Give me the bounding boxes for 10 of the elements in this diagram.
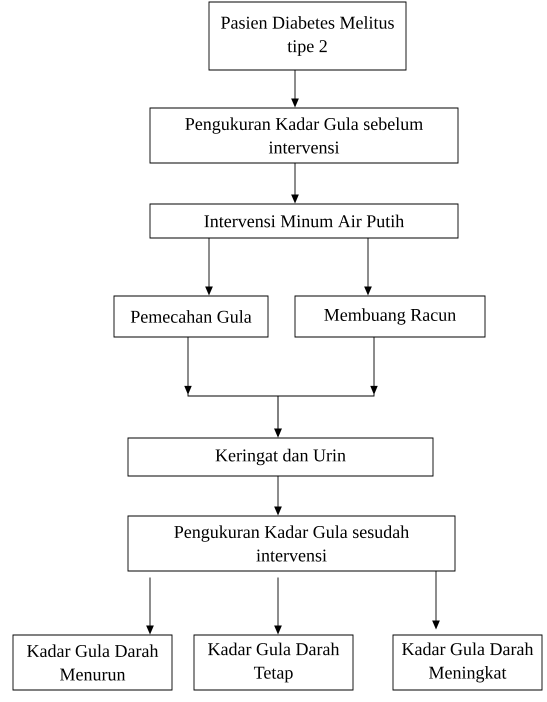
process-box: Pengukuran Kadar Gula sesudah intervensi (128, 516, 456, 572)
process-box: Kadar Gula Darah Menurun (12, 634, 172, 690)
process-box: Pemecahan Gula (114, 296, 268, 338)
process-box: Kadar Gula Darah Meningkat (392, 634, 542, 690)
process-box: Kadar Gula Darah Tetap (194, 634, 354, 690)
process-box: Keringat dan Urin (128, 438, 434, 476)
process-box: Pasien Diabetes Melitus tipe 2 (208, 2, 406, 70)
process-box: Intervensi Minum Air Putih (150, 204, 458, 238)
process-box: Pengukuran Kadar Gula sebelum intervensi (150, 108, 458, 164)
process-box: Membuang Racun (294, 296, 486, 338)
